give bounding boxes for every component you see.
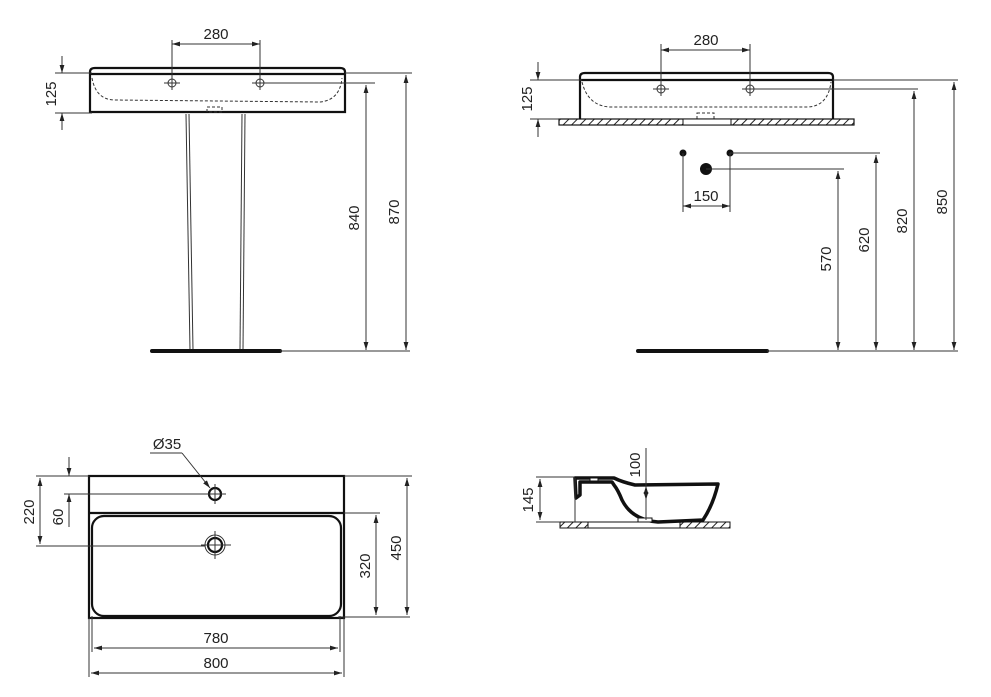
dim-depth-tap-hole: 60 [50, 509, 67, 526]
dim-waste-height: 570 [818, 246, 835, 271]
dim-tap-spacing: 280 [693, 32, 718, 49]
bowl-outline [90, 514, 343, 618]
dim-tap-hole-diameter: Ø35 [153, 436, 181, 453]
basin-outline [88, 66, 347, 114]
front-pedestal-view: 280 125 840 870 [43, 26, 412, 353]
dim-height-tap-holes: 820 [894, 208, 911, 233]
side-section-view: 145 100 [520, 448, 731, 529]
dim-tap-spacing: 280 [203, 26, 228, 43]
basin-outline [578, 71, 835, 119]
dim-overall-height: 145 [520, 487, 537, 512]
dim-bowl-width: 780 [203, 630, 228, 647]
dim-basin-height: 125 [519, 86, 536, 111]
dim-supply-spacing: 150 [693, 188, 718, 205]
dim-overall-depth: 450 [388, 535, 405, 560]
dim-depth-waste: 220 [21, 499, 38, 524]
dim-supply-height: 620 [856, 227, 873, 252]
bowl-hidden-line [91, 77, 343, 103]
dim-bowl-depth: 100 [627, 452, 644, 477]
dim-bowl-depth: 320 [357, 553, 374, 578]
dim-height-top: 850 [934, 189, 951, 214]
dim-height-top: 870 [386, 199, 403, 224]
dim-basin-height: 125 [43, 81, 60, 106]
top-plan-view: Ø35 220 60 320 450 780 800 [21, 436, 412, 677]
front-wall-hung-view: 280 125 150 570 620 820 850 [519, 32, 958, 353]
basin-outline [87, 474, 346, 620]
dim-height-tap-holes: 840 [346, 205, 363, 230]
dim-overall-width: 800 [203, 655, 228, 672]
pedestal [185, 113, 246, 351]
basin-section [573, 476, 720, 524]
